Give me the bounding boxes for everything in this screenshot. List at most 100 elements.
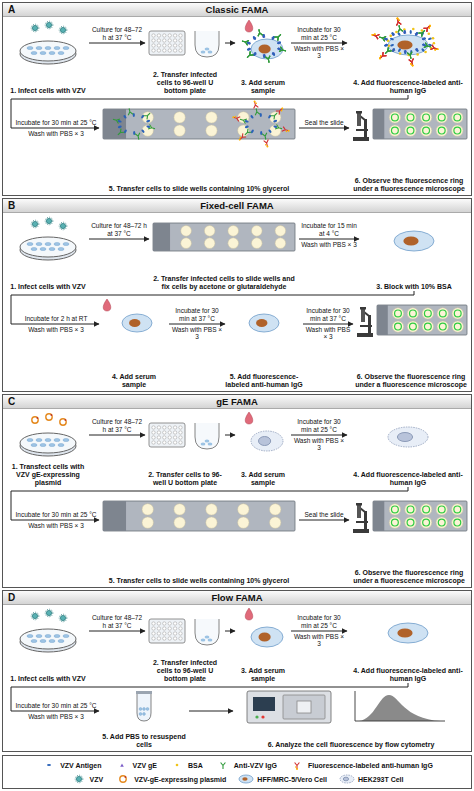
bsa-block	[387, 28, 435, 56]
hek293t-cell	[388, 427, 428, 447]
wash-note: Wash with PBS × 3	[293, 633, 345, 648]
legend-item: HEK293T Cell	[339, 774, 404, 784]
step-caption: 1. Infect cells with VZV	[7, 87, 89, 95]
host-cell	[251, 627, 283, 647]
wash-note: Wash with PBS × 3	[293, 437, 345, 452]
step-arrow	[169, 324, 225, 325]
host-cell	[388, 35, 428, 55]
observed-slide	[373, 109, 467, 139]
step-box: 4. Add fluorescence-labeled anti-human I…	[347, 411, 469, 487]
antigen-markers	[246, 34, 281, 58]
legend-item: BSA	[169, 760, 203, 770]
host-cell	[239, 775, 253, 783]
panel: Flow FAMA1. Infect cells with VZV2. Tran…	[2, 590, 472, 752]
anti-vzv-igg	[239, 108, 282, 140]
step-arrow	[299, 239, 359, 240]
glass-slide	[153, 223, 295, 251]
panel-title: gE FAMA	[3, 395, 471, 409]
host-cell	[388, 623, 428, 643]
antigen-markers	[390, 30, 433, 54]
legend-sample	[115, 774, 131, 784]
labeled-igg	[232, 100, 291, 148]
step-caption: 5. Transfer cells to slide wells contain…	[99, 185, 299, 193]
step-box: 4. Add fluorescence-labeled anti-human I…	[347, 19, 469, 95]
host-cell	[249, 314, 279, 332]
step-caption: 3. Block with 10% BSA	[359, 283, 469, 291]
step-caption: 6. Observe the fluorescence ring under a…	[353, 373, 469, 389]
step-caption: 6. Observe the fluorescence ring under a…	[349, 569, 469, 585]
microscope	[353, 503, 369, 533]
step-box: 2. Transfer infected cells to 96-well U …	[145, 19, 225, 95]
step-box: 4. Add serum sample	[99, 299, 169, 389]
step-condition: Incubate for 30 min at 25 °C	[15, 702, 97, 709]
step-caption: 2. Transfer cells to 96-well U bottom pl…	[145, 471, 225, 487]
step-arrow	[225, 435, 235, 436]
step-caption: 6. Observe the fluorescence ring under a…	[349, 177, 469, 193]
legend-sample	[215, 760, 231, 770]
step-condition: Culture for 48–72 h at 37 °C	[91, 614, 143, 629]
legend-item: HFF/MRC-5/Vero Cell	[238, 774, 327, 784]
step-arrow	[225, 631, 235, 632]
legend-text: VZV Antigen	[60, 762, 101, 769]
legend-sample	[41, 760, 57, 770]
panel: gE FAMA1. Transfect cells with VZV gE-ex…	[2, 394, 472, 588]
u-bottom-well	[195, 423, 219, 449]
observed-slide	[373, 501, 467, 531]
legend-sample	[114, 760, 130, 770]
vzv-virus	[59, 222, 67, 230]
step-box: 6. Observe the fluorescence ring under a…	[349, 103, 469, 193]
legend-sample	[289, 760, 305, 770]
legend-text: BSA	[188, 762, 203, 769]
step-caption: 3. Add serum sample	[235, 79, 291, 95]
antigen-markers	[246, 34, 281, 58]
step-arrow	[89, 239, 149, 240]
step-arrow	[11, 291, 414, 324]
panel-letter: B	[8, 199, 15, 212]
ge-plasmid	[32, 417, 39, 423]
glass-slide	[103, 501, 295, 531]
vzv-virus	[75, 775, 83, 783]
legend-text: VZV gE	[133, 762, 158, 769]
step-caption: 4. Add fluorescence-labeled anti-human I…	[347, 471, 469, 487]
antigen-markers	[384, 30, 427, 54]
observed-slide	[377, 305, 467, 335]
step-box: 5. Transfer cells to slide wells contain…	[99, 495, 299, 585]
wash-note: Wash with PBS × 3	[301, 241, 357, 248]
step-caption: 5. Add fluorescence-labeled anti-human I…	[225, 373, 303, 389]
vzv-virus	[45, 217, 53, 225]
flow-cytometer	[247, 691, 331, 723]
legend-text: HEK293T Cell	[358, 776, 404, 783]
labeled-igg	[371, 17, 439, 67]
culture-dish	[20, 237, 76, 260]
step-caption: 2. Transfer infected cells to slide well…	[149, 275, 299, 291]
panel-title: Flow FAMA	[3, 591, 471, 605]
wash-note: Wash with PBS × 3	[15, 522, 97, 529]
vzv-virus	[31, 220, 39, 228]
step-arrow	[11, 95, 408, 128]
legend-sample	[238, 774, 254, 784]
panel-title: Classic FAMA	[3, 3, 471, 17]
anti-vzv-igg	[241, 29, 286, 63]
step-condition: Incubate for 30 min at 37 °C	[171, 307, 223, 322]
step-condition: Incubate for 30 min at 25 °C	[293, 26, 345, 41]
step-box: 4. Add fluorescence-labeled anti-human I…	[347, 607, 469, 683]
ge-plasmid	[46, 414, 53, 420]
step-arrow	[291, 631, 347, 632]
step-condition: Culture for 48–72 h at 37 °C	[91, 26, 143, 41]
step-condition: Incubate for 2 h at RT	[15, 315, 97, 322]
step-caption: 3. Add serum sample	[235, 471, 291, 487]
step-caption: 4. Add serum sample	[99, 373, 169, 389]
labeled-igg	[371, 17, 439, 67]
wash-note: Wash with PBS × 3	[15, 130, 97, 137]
step-box: 5. Transfer cells to slide wells contain…	[99, 103, 299, 193]
step-caption: 6. Analyze the cell fluorescence by flow…	[233, 741, 469, 749]
antigen-markers	[384, 30, 427, 54]
step-arrow	[303, 324, 353, 325]
serum-drop	[245, 20, 253, 32]
legend-item: Anti-VZV IgG	[215, 760, 277, 770]
step-caption: 4. Add fluorescence-labeled anti-human I…	[347, 667, 469, 683]
well-plate	[149, 619, 185, 643]
step-box: 1. Infect cells with VZV	[7, 607, 89, 683]
step-caption: 1. Infect cells with VZV	[7, 283, 89, 291]
step-condition: Seal the slide	[301, 119, 347, 126]
